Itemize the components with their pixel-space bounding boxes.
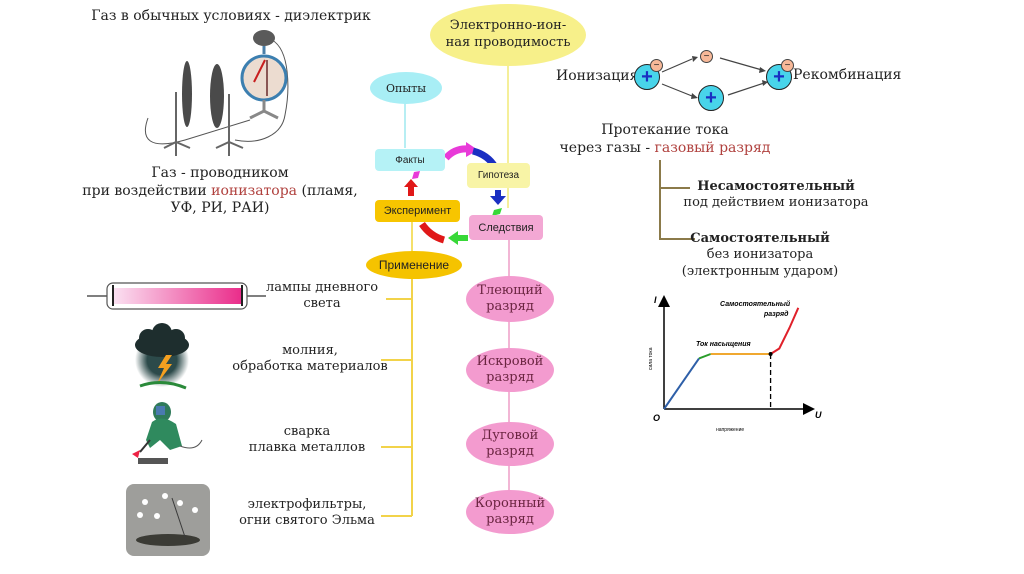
arrow-positive-to-recombination [727, 82, 765, 96]
chart-y-axis-symbol: I [654, 295, 657, 305]
arrow-head-red [404, 179, 418, 187]
gas-discharge-heading-line-2: через газы - газовый разряд [540, 140, 790, 158]
arrow-head [759, 67, 766, 73]
chart-annotation-self-sustained-2: разряд [763, 310, 789, 318]
chart-x-label: напряжение [716, 427, 744, 433]
discharge-type-spark: Искровой разряд [466, 348, 554, 392]
discharge-type-spark-line-1: Искровой [476, 354, 544, 370]
discharge-type-arc: Дуговой разряд [466, 422, 554, 466]
self-sustained-discharge: Самостоятельный без ионизатора (электрон… [660, 231, 860, 280]
non-self-sustained-desc: под действием ионизатора [683, 195, 869, 211]
arrow-consequences-to-experiment-stem [458, 235, 468, 241]
discharge-type-glow-line-2: разряд [486, 299, 534, 314]
application-item-3: сварка плавка металлов [232, 424, 382, 457]
ionizer-highlight: ионизатора [211, 182, 298, 199]
chart-origin-label: O [653, 413, 660, 423]
arrow-ion-to-positive [661, 83, 693, 97]
chart-y-label: сила тока [648, 347, 654, 370]
application-item-2: молния, обработка материалов [230, 343, 390, 376]
positive-ion-icon: + [634, 64, 660, 90]
conductor-line-1: Газ - проводником [151, 165, 289, 181]
arrow-head-green [448, 231, 458, 245]
gas-discharge-heading-line-1: Протекание тока [601, 122, 729, 138]
discharge-type-glow-line-1: Тлеющий [477, 283, 543, 299]
node-experiments: Опыты [370, 72, 442, 104]
main-node-line-1: Электронно-ион- [449, 18, 567, 34]
dielectric-title: Газ в обычных условиях - диэлектрик [91, 8, 371, 24]
application-item-4: электрофильтры, огни святого Эльма [232, 497, 382, 530]
chart-annotation-saturation: Ток насыщения [696, 341, 751, 348]
self-sustained-desc-1: без ионизатора [706, 247, 814, 263]
chart-breakdown-point [768, 352, 773, 356]
application-item-1-line-1: лампы дневного [265, 280, 379, 295]
main-node-electron-ion-conductivity: Электронно-ион- ная проводимость [430, 4, 586, 66]
arrow-head [692, 56, 698, 62]
arrow-head-magenta [466, 142, 478, 157]
gas-discharge-heading: Протекание тока через газы - газовый раз… [540, 122, 790, 157]
recombination-label: Рекомбинация [793, 67, 902, 83]
arrow-electron-to-recombination [719, 57, 763, 71]
application-item-3-line-2: плавка металлов [248, 440, 366, 456]
chart-annotation-self-sustained-1: Самостоятельный [720, 300, 791, 308]
chart-x-axis-symbol: U [815, 410, 822, 420]
electron-icon: − [650, 59, 663, 72]
discharge-type-glow: Тлеющий разряд [466, 276, 554, 322]
recombined-electron-icon: − [781, 59, 794, 72]
node-hypothesis: Гипотеза [467, 163, 530, 188]
conductor-line-2-suffix: (пламя, [297, 182, 358, 199]
free-electron-icon: − [700, 50, 713, 63]
gas-discharge-highlight: газовый разряд [654, 139, 771, 156]
node-consequences: Следствия [469, 215, 543, 240]
self-sustained-title: Самостоятельный [690, 231, 830, 246]
arrow-head [691, 93, 698, 99]
conductor-line-2-prefix: при воздействии [82, 182, 212, 199]
application-item-2-line-1: молния, [282, 343, 338, 358]
conductor-line-3: УФ, РИ, РАИ) [170, 200, 270, 216]
node-facts: Факты [375, 149, 445, 171]
ionization-label: Ионизация [556, 68, 639, 84]
application-item-3-line-1: сварка [283, 424, 331, 439]
arrow-green-stub [492, 208, 502, 216]
node-application: Применение [366, 251, 462, 279]
application-item-4-line-1: электрофильтры, [247, 497, 367, 512]
conductor-line-2: при воздействии ионизатора (пламя, [70, 183, 370, 201]
chart-series-ohmic [663, 357, 700, 410]
arrow-red-curve [419, 221, 446, 244]
application-item-2-line-2: обработка материалов [232, 359, 388, 375]
discharge-type-spark-line-2: разряд [486, 370, 534, 385]
non-self-sustained-title: Несамостоятельный [697, 179, 855, 194]
application-item-1: лампы дневного света [262, 280, 382, 313]
arrow-hypothesis-to-consequences-stem [495, 190, 501, 196]
gas-discharge-prefix: через газы - [559, 139, 655, 156]
arrow-ion-to-electron [661, 58, 693, 73]
discharge-type-corona-line-1: Коронный [474, 496, 546, 512]
discharge-type-arc-line-1: Дуговой [481, 428, 539, 444]
discharge-type-corona: Коронный разряд [466, 490, 554, 534]
discharge-type-arc-line-2: разряд [486, 444, 534, 459]
conductor-description: Газ - проводником при воздействии иониза… [70, 165, 370, 218]
recombined-ion-icon: + [766, 64, 792, 90]
free-positive-ion-icon: + [698, 85, 724, 111]
arrow-experiment-to-facts-stem [408, 186, 414, 196]
chart-series-self-sustained [770, 307, 800, 355]
arrow-magenta-stub [412, 171, 420, 179]
arrow-head-blue [490, 196, 506, 205]
application-item-1-line-2: света [303, 296, 341, 312]
chart-series-transition [698, 353, 712, 360]
node-experiment: Эксперимент [375, 200, 460, 222]
application-item-4-line-2: огни святого Эльма [239, 513, 375, 529]
discharge-type-corona-line-2: разряд [486, 512, 534, 527]
self-sustained-desc-2: (электронным ударом) [681, 263, 839, 279]
main-node-line-2: ная проводимость [445, 35, 571, 50]
non-self-sustained-discharge: Несамостоятельный под действием ионизато… [676, 179, 876, 212]
arrow-facts-to-hypothesis [443, 145, 469, 161]
